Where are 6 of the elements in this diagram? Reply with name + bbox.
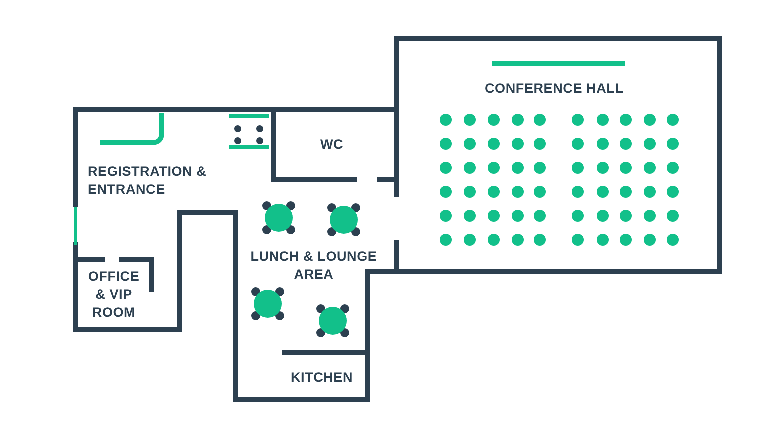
room-label: LUNCH & LOUNGE AREA	[250, 248, 378, 284]
room-label: KITCHEN	[290, 369, 354, 387]
room-label: REGISTRATION & ENTRANCE	[88, 163, 208, 199]
room-label: CONFERENCE HALL	[485, 80, 625, 98]
room-label: OFFICE & VIP ROOM	[87, 268, 141, 322]
room-label: WC	[319, 136, 345, 154]
